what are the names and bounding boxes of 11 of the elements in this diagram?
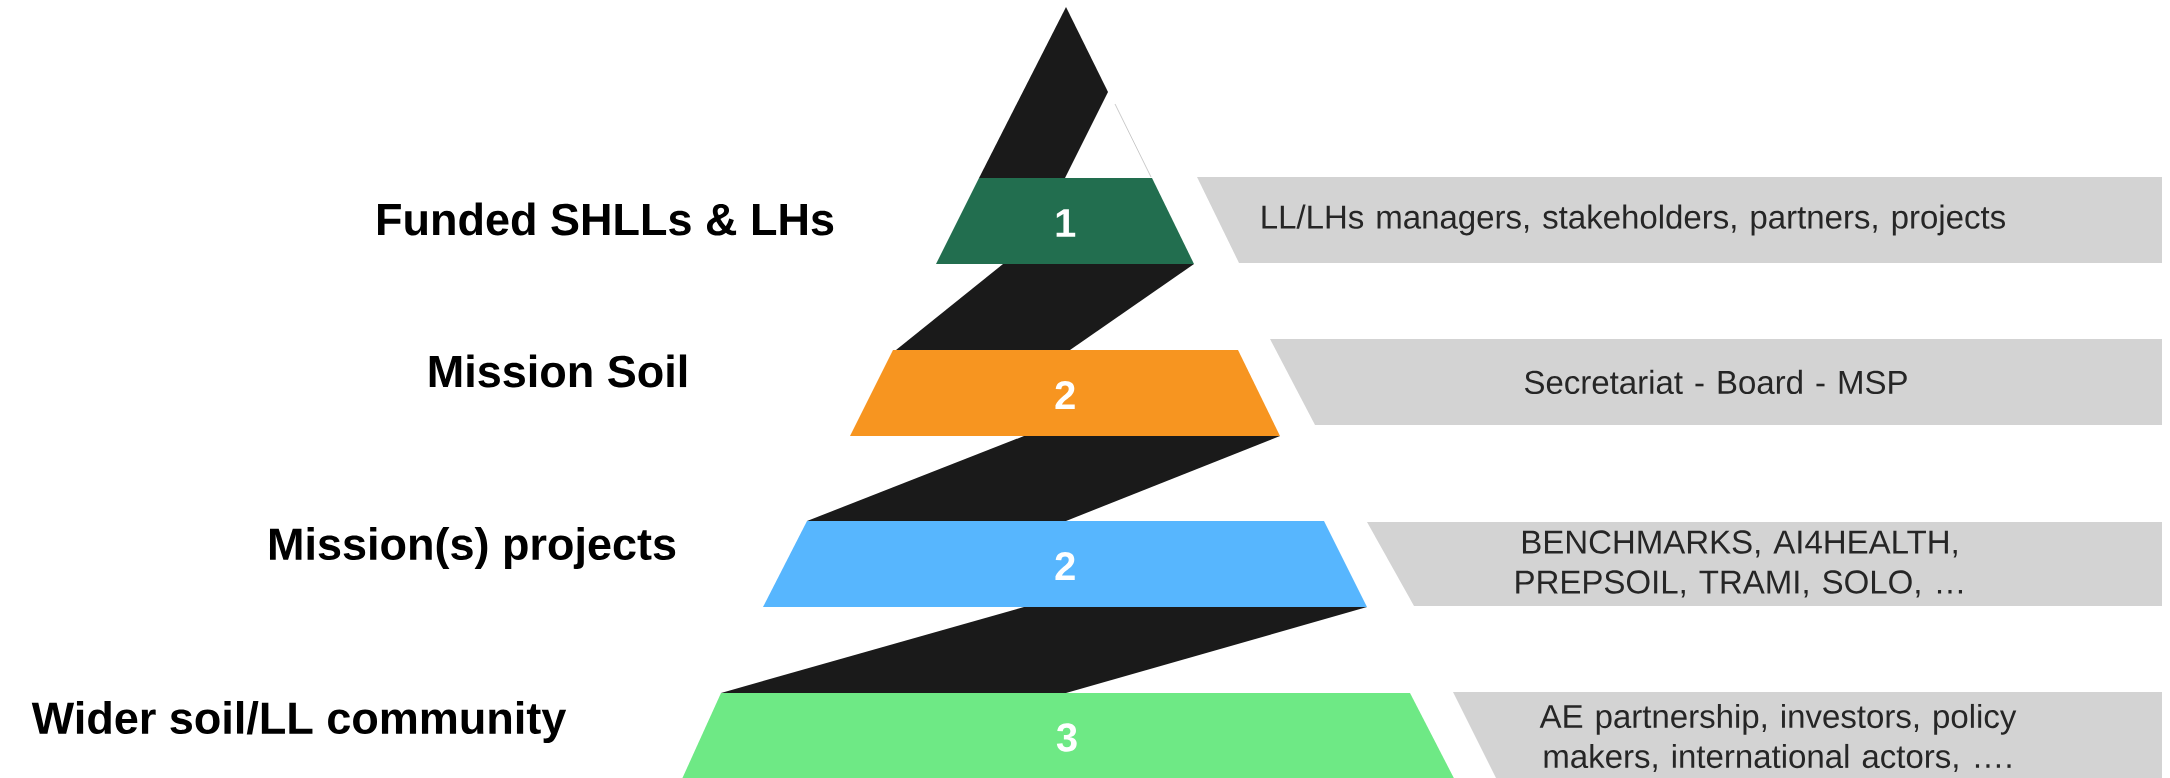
description-panel: Secretariat - Board - MSP	[1270, 339, 2162, 425]
level-label: Funded SHLLs & LHs	[378, 202, 834, 236]
pyramid-level: 2	[850, 350, 1280, 436]
level-label: Mission Soil	[429, 354, 687, 388]
description-panel: AE partnership, investors, policy makers, international actors, ….	[1453, 692, 2162, 778]
description-panel: LL/LHs managers, stakeholders, partners, projects	[1197, 177, 2162, 263]
level-label: Mission(s) projects	[270, 527, 676, 569]
pyramid-level: 1	[936, 178, 1194, 264]
pyramid-level: 2	[763, 521, 1367, 607]
description-panel: BENCHMARKS, AI4HEALTH, PREPSOIL, TRAMI, SOLO, …	[1367, 522, 2162, 606]
level-label: Wider soil/LL community	[31, 701, 567, 743]
